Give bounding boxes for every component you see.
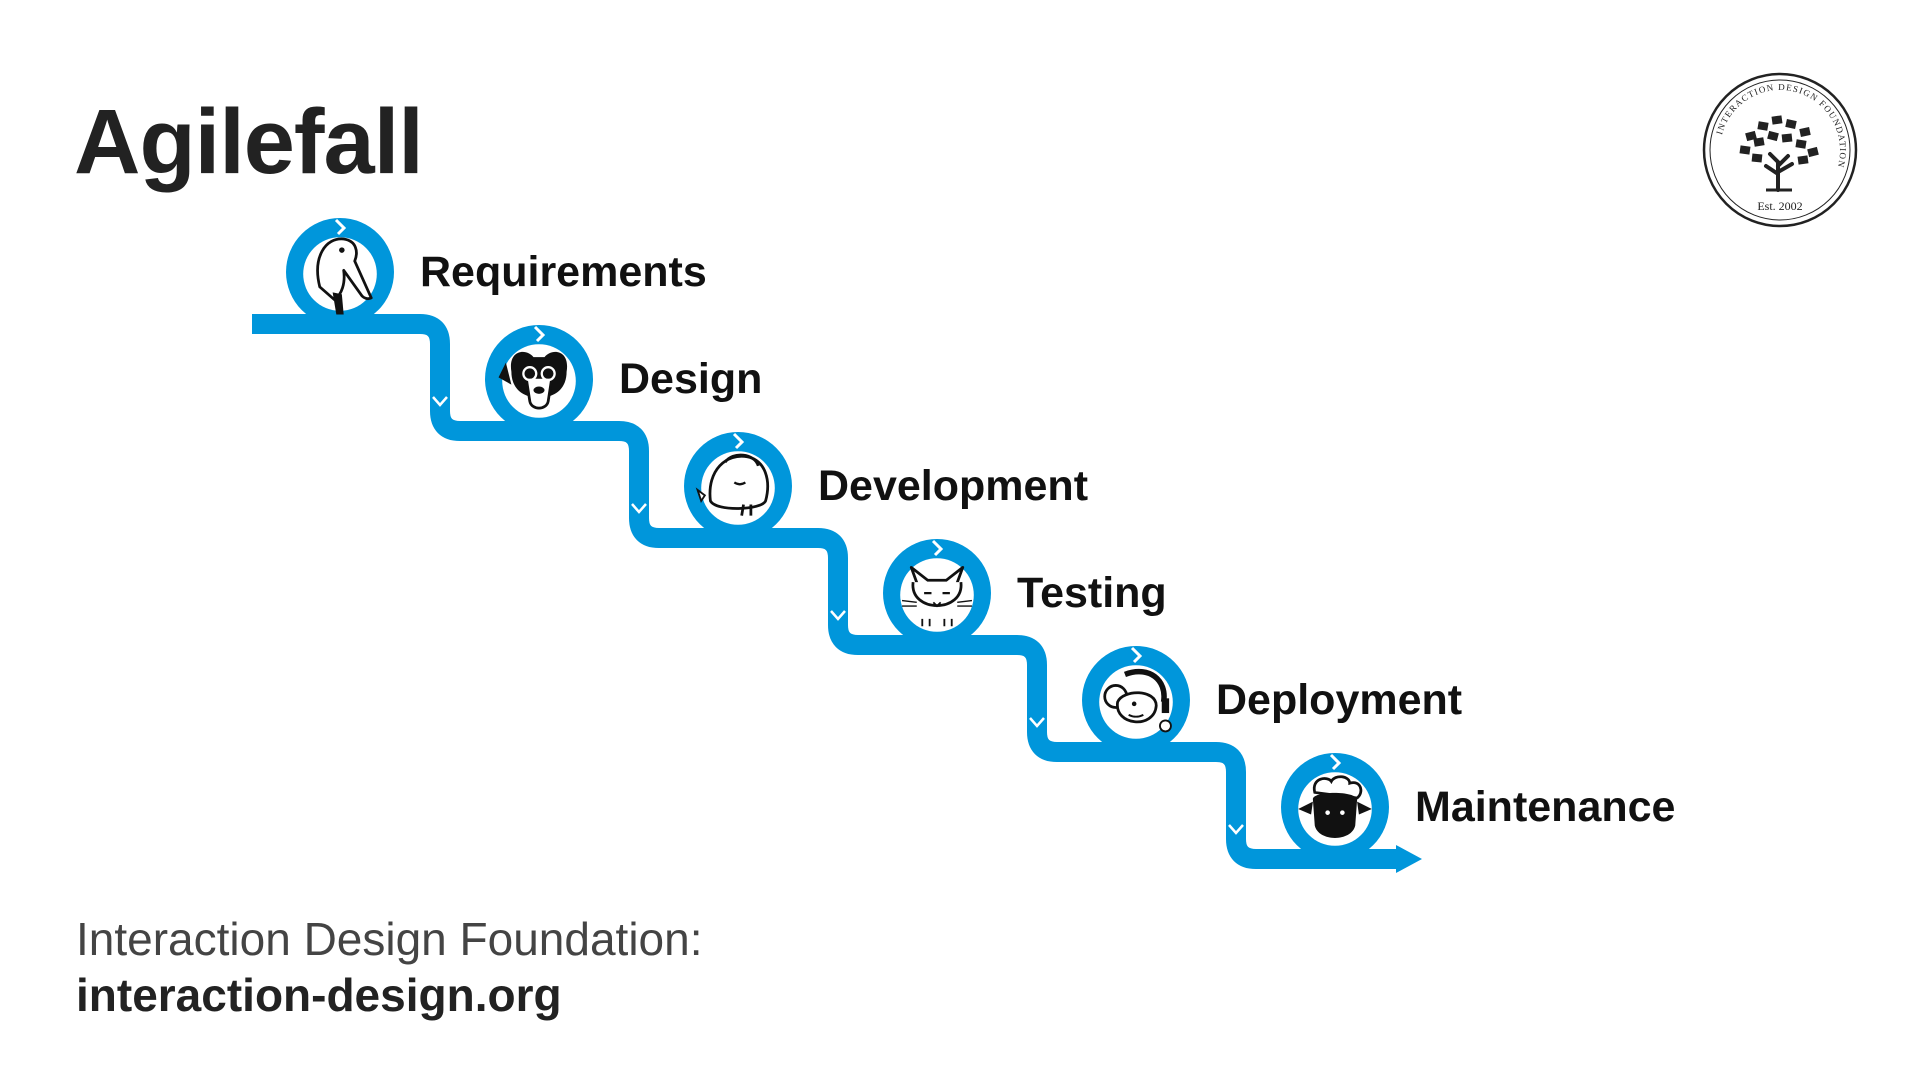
notch	[931, 539, 944, 557]
notch	[334, 218, 347, 236]
step-label: Maintenance	[1415, 783, 1675, 831]
chevron-down-icon	[432, 396, 448, 407]
step-requirements: Requirements	[286, 218, 707, 326]
chevron-down-icon	[1029, 717, 1045, 728]
notch	[533, 325, 546, 343]
step-label: Deployment	[1216, 676, 1462, 724]
chevron-down-icon	[1228, 824, 1244, 835]
step-label: Requirements	[420, 248, 707, 296]
monkey-icon	[1099, 665, 1173, 739]
footer-org: Interaction Design Foundation:	[76, 913, 703, 965]
chevron-down-icon	[830, 610, 846, 621]
logo-est: Est. 2002	[1757, 199, 1802, 213]
step-design: Design	[485, 325, 762, 433]
step-maintenance: Maintenance	[1281, 753, 1675, 861]
page-title: Agilefall	[74, 91, 424, 193]
steps: RequirementsDesignDevelopmentTestingDepl…	[286, 218, 1675, 861]
step-deployment: Deployment	[1082, 646, 1462, 754]
flow-path	[252, 314, 1400, 869]
step-testing: Testing	[883, 539, 1167, 647]
notch	[732, 432, 745, 450]
cat-icon	[898, 556, 976, 634]
sheep-icon	[1296, 770, 1374, 848]
tree-icon	[1739, 115, 1819, 192]
footer-url: interaction-design.org	[76, 969, 562, 1021]
step-label: Development	[818, 462, 1088, 510]
step-label: Design	[619, 355, 762, 403]
notch	[1130, 646, 1143, 664]
arrowhead	[1396, 845, 1422, 873]
step-development: Development	[684, 432, 1088, 540]
chevron-down-icon	[631, 503, 647, 514]
idf-logo: INTERACTION DESIGN FOUNDATION Est. 2002	[1702, 72, 1858, 228]
notch	[1329, 753, 1342, 771]
step-label: Testing	[1017, 569, 1167, 617]
